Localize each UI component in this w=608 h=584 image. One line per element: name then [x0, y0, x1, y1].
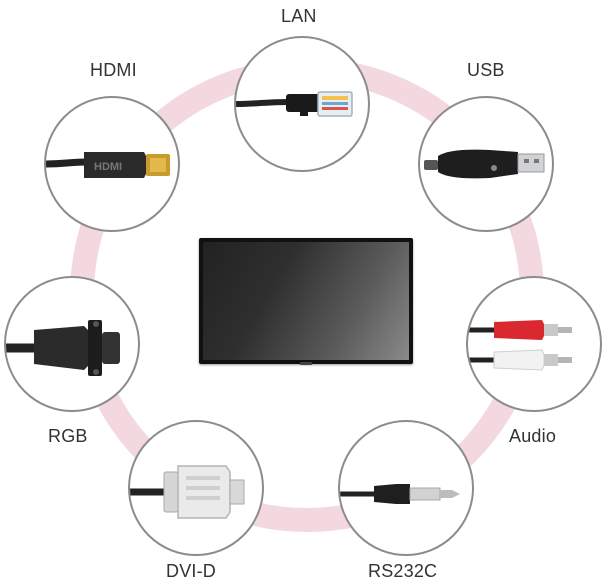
label-usb: USB: [467, 60, 505, 80]
label-audio: Audio: [509, 426, 557, 446]
usb-dongle-icon: [424, 149, 545, 179]
label-dvid: DVI-D: [166, 561, 216, 581]
node-dvid: [128, 420, 264, 556]
node-audio: [466, 276, 602, 412]
label-lan: LAN: [281, 6, 317, 26]
rca-audio-cable-icon: [468, 320, 572, 371]
node-lan: [234, 36, 370, 172]
label-rgb: RGB: [48, 426, 88, 446]
jack-plug-icon: [340, 484, 460, 504]
display-monitor-icon: [199, 238, 413, 365]
node-rs232c: [338, 420, 474, 556]
node-rgb: [4, 276, 140, 412]
dvi-cable-icon: [130, 465, 245, 519]
monitor-logo: [300, 362, 312, 365]
node-hdmi: HDMI: [44, 96, 180, 232]
node-usb: [418, 96, 554, 232]
hdmi-cable-icon: HDMI: [46, 152, 170, 178]
ethernet-cable-icon: [236, 91, 353, 117]
label-hdmi: HDMI: [90, 60, 137, 80]
monitor-screen: [203, 242, 409, 360]
svg-text:HDMI: HDMI: [94, 161, 122, 173]
label-rs232c: RS232C: [368, 561, 438, 581]
vga-cable-icon: [6, 320, 120, 376]
